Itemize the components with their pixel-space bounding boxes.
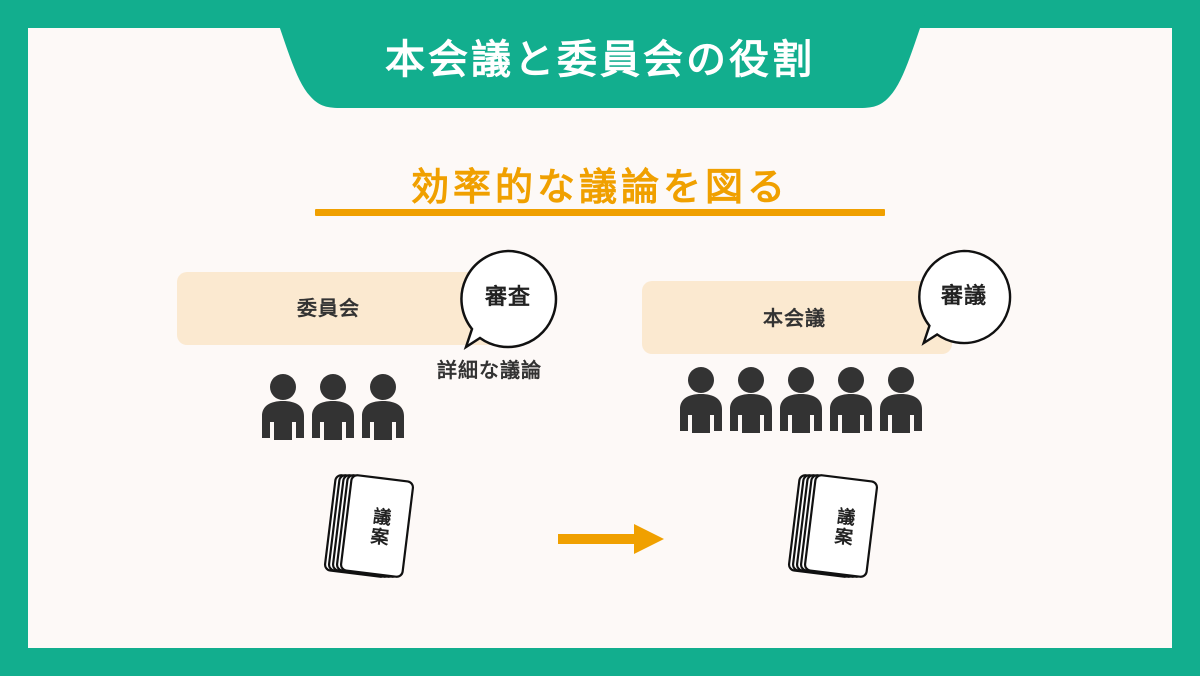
plenary-label: 本会議 [763,306,826,330]
committee-bubble-text: 審査 [484,285,531,310]
document-stack-icon [323,474,415,578]
committee-document-label: 議案 [366,505,393,549]
document-stack-icon [787,474,879,578]
committee-label: 委員会 [297,296,360,320]
committee-note: 詳細な議論 [437,358,542,382]
speech-bubble-icon [918,249,1012,346]
person-icon [880,367,922,433]
person-icon [362,374,404,440]
person-icon [730,367,772,433]
person-icon [262,374,304,440]
page-title: 本会議と委員会の役割 [385,37,815,83]
title-tab [270,0,930,108]
plenary-bar [642,281,952,354]
person-icon [680,367,722,433]
plenary-document-label: 議案 [830,505,857,549]
subtitle-underline [315,209,885,216]
person-icon [830,367,872,433]
person-icon [780,367,822,433]
person-icon [312,374,354,440]
subtitle: 効率的な議論を図る [410,165,789,209]
speech-bubble-icon [460,249,558,350]
committee-bar [177,272,507,345]
committee-people [262,374,404,440]
plenary-bubble-text: 審議 [940,284,987,309]
plenary-people [680,367,922,433]
arrow-right-icon [558,524,664,554]
